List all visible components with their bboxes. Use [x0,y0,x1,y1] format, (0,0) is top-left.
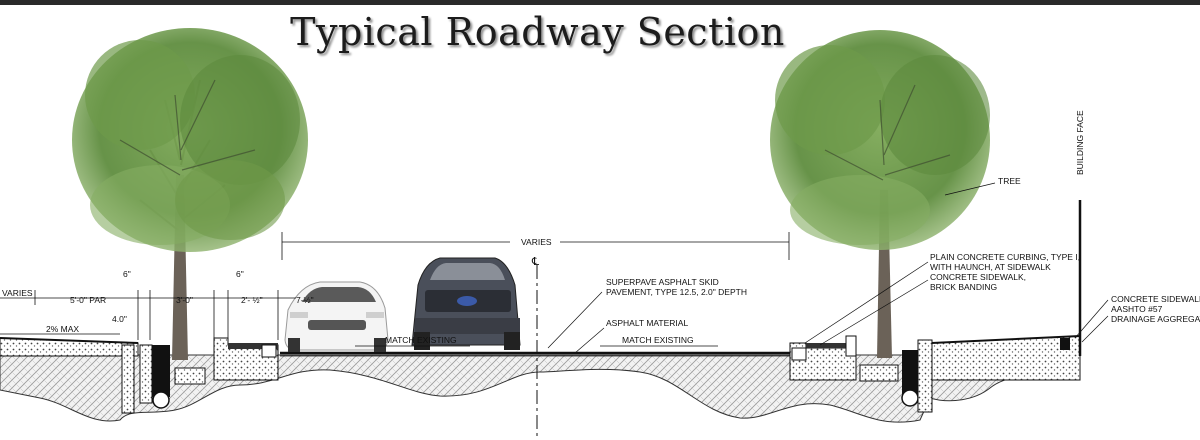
superpave-line-2: PAVEMENT, TYPE 12.5, 2.0" DEPTH [606,287,747,297]
match-existing-right: MATCH EXISTING [622,335,694,345]
aashto-label: AASHTO #57 [1111,304,1163,314]
right-drain-pipe [901,389,919,407]
drawing-title: Typical Roadway Section [290,10,785,54]
drainage-label: DRAINAGE AGGREGATE [1111,314,1200,324]
car-truck [411,257,521,350]
centerline: ℄ [531,256,539,440]
four-in-label: 4.0" [112,314,127,324]
three-ft-label: 3'-0" [176,295,193,305]
seven-in-label: 7-½" [296,295,314,305]
right-tree [770,30,990,358]
sidewalk-line-1: CONCRETE SIDEWALK, [930,272,1026,282]
six-in-right-label: 6" [236,269,244,279]
dimension-varies-top: VARIES [281,232,790,260]
curb-line-2: WITH HAUNCH, AT SIDEWALK [930,262,1051,272]
asphalt-material-label: ASPHALT MATERIAL [606,318,688,328]
par-label: 5'-0" PAR [70,295,106,305]
top-border [0,0,1200,5]
slope-label: 2% MAX [46,324,79,334]
six-in-left-label: 6" [123,269,131,279]
car-sedan [284,281,389,352]
left-drain-pipe [152,391,170,409]
varies-left-label: VARIES [2,288,33,298]
right-drain-pipe-column [902,350,918,396]
left-drain-wall [121,344,135,414]
match-existing-left: MATCH EXISTING [385,335,457,345]
two-ft-label: 2'- ½" [241,295,263,305]
varies-top-label: VARIES [521,237,552,247]
building-face-label: BUILDING FACE [1075,110,1085,175]
concrete-sidewalk-label: CONCRETE SIDEWALK, 4 [1111,294,1200,304]
sidewalk-line-2: BRICK BANDING [930,282,997,292]
centerline-symbol: ℄ [531,256,539,268]
curb-line-1: PLAIN CONCRETE CURBING, TYPE I, [930,252,1080,262]
left-tree [72,28,308,360]
left-drain-pipe-column [152,345,170,397]
tree-label: TREE [998,176,1021,186]
superpave-line-1: SUPERPAVE ASPHALT SKID [606,277,719,287]
dimension-row: VARIES 5'-0" PAR 6" 6" 3'-0" 2'- ½" 7-½"… [0,269,314,340]
